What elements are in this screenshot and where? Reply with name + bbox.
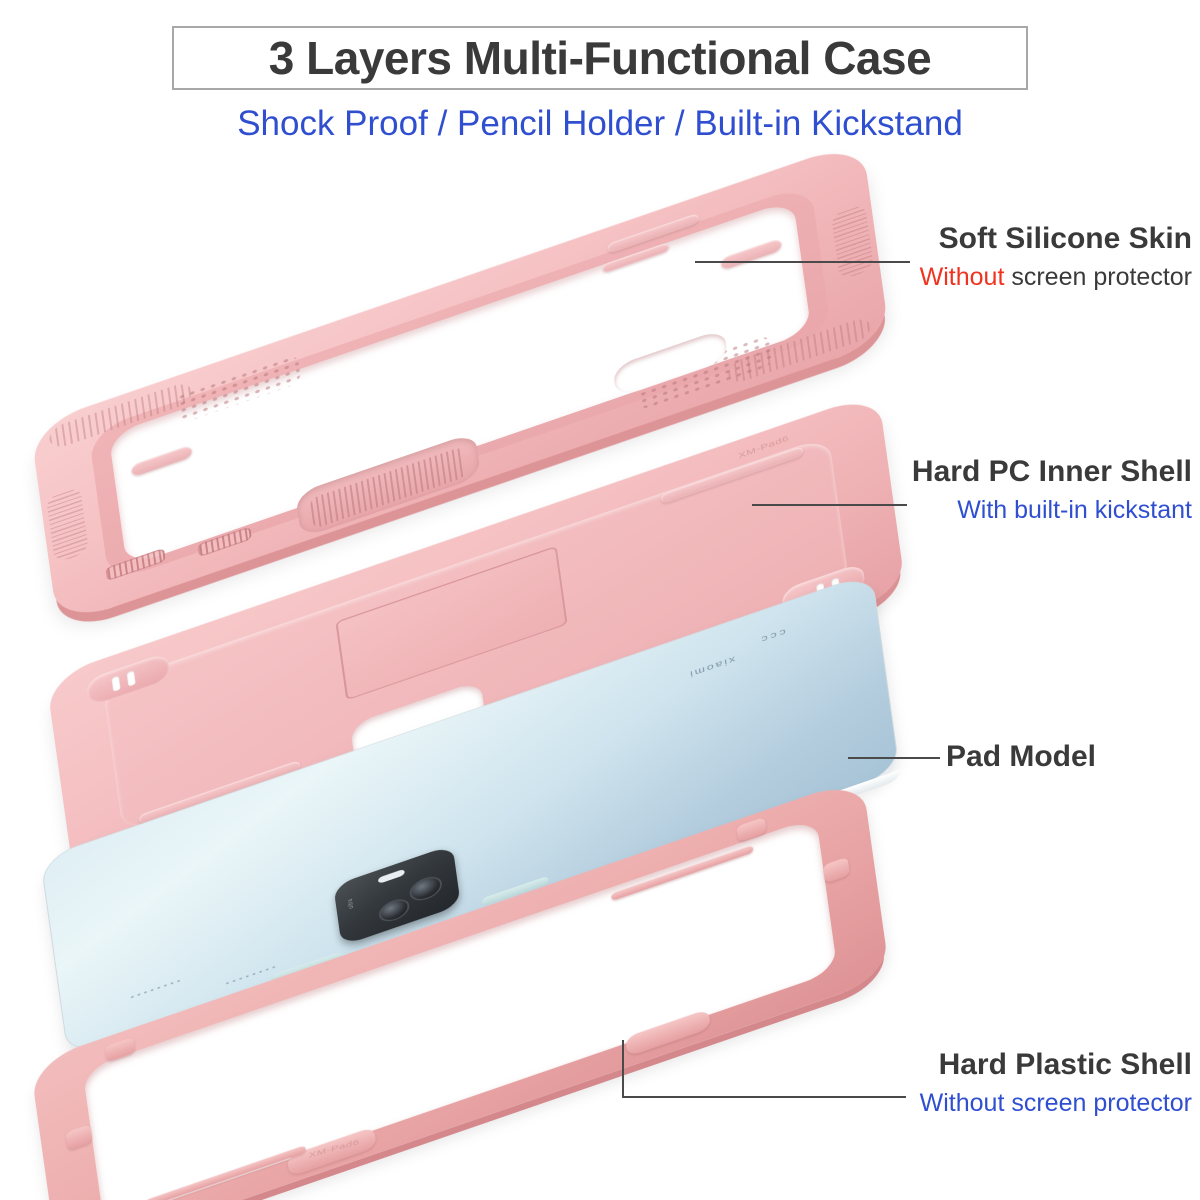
page-title: 3 Layers Multi-Functional Case [268,32,932,84]
page-title-box: 3 Layers Multi-Functional Case [172,26,1028,90]
camera-spec-text: ultra [347,897,356,910]
callout-sub-soft-silicone-skin: Without screen protector [920,261,1192,294]
leader-line-hard-plastic-shell-vertical [622,1040,624,1098]
leader-line-hard-pc-inner-shell [752,504,907,506]
callout-title-hard-plastic-shell: Hard Plastic Shell [938,1048,1192,1081]
callout-title-hard-pc-inner-shell: Hard PC Inner Shell [911,455,1192,488]
leader-line-hard-plastic-shell-horizontal [622,1096,906,1098]
leader-line-soft-silicone-skin [695,261,910,263]
callout-title-soft-silicone-skin: Soft Silicone Skin [938,222,1192,255]
callout-hard-plastic-shell: Hard Plastic Shell Without screen protec… [920,1048,1192,1119]
callout-title-pad-model: Pad Model [946,740,1097,773]
callout-soft-silicone-skin: Soft Silicone Skin Without screen protec… [920,222,1192,293]
callout-pad-model: Pad Model [946,740,1096,775]
camera-lens-secondary [377,895,411,926]
camera-lens-primary [408,872,444,905]
leader-line-pad-model [848,757,940,759]
callout-sub-rest-screen-protector: screen protector [1004,262,1192,291]
camera-flash [377,868,406,884]
callout-sub-emphasis-without: Without [919,262,1005,291]
page-subtitle: Shock Proof / Pencil Holder / Built-in K… [237,104,963,143]
callout-sub-hard-pc-inner-shell: With built-in kickstant [957,495,1192,524]
callout-sub-hard-plastic-shell: Without screen protector [919,1088,1192,1117]
callout-hard-pc-inner-shell: Hard PC Inner Shell With built-in kickst… [912,455,1192,526]
